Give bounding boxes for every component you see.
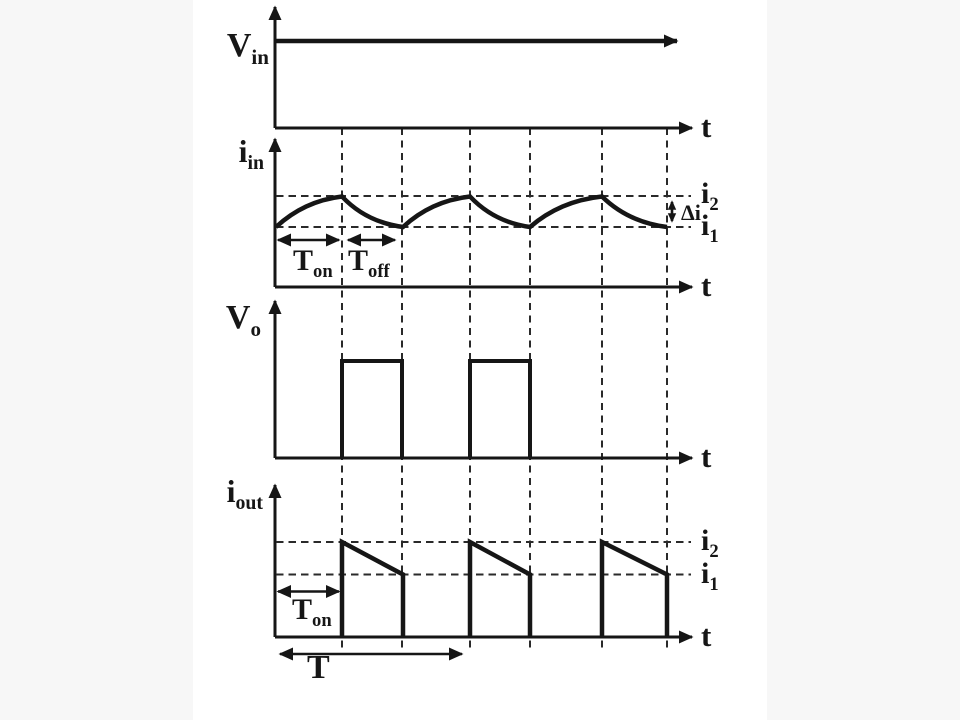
delta-i-label: Δi	[681, 200, 701, 225]
iin-ripple-waveform	[274, 194, 668, 230]
iout-pulse-1	[339, 538, 406, 637]
iout-t-label: t	[701, 618, 712, 653]
iin-toff-label: Toff	[348, 244, 391, 282]
iout-plot: iout Ton T i2 i1 t	[227, 473, 719, 686]
iin-i2-label: i2	[701, 177, 719, 215]
iin-axis-label: iin	[239, 133, 264, 174]
iout-axis-label: iout	[227, 473, 264, 514]
iout-pulse-3	[599, 538, 670, 637]
vin-axis-label: Vin	[227, 27, 269, 69]
iout-pulse-2	[467, 538, 533, 637]
iin-i1-label: i1	[701, 209, 719, 247]
vo-plot: Vo t	[226, 299, 712, 474]
vo-t-label: t	[701, 439, 712, 474]
iin-t-label: t	[701, 268, 712, 303]
vo-axis-label: Vo	[226, 299, 261, 341]
vin-plot: Vin t	[227, 5, 712, 144]
vo-pulse-1	[340, 359, 404, 458]
period-label: T	[307, 649, 330, 686]
vin-t-label: t	[701, 109, 712, 144]
iout-ton-label: Ton	[292, 593, 332, 631]
vo-pulse-2	[468, 359, 532, 458]
iin-ton-label: Ton	[293, 244, 333, 282]
dashed-gridlines	[341, 128, 668, 651]
iin-plot: iin Ton Toff Δi i2 i1 t	[239, 133, 719, 303]
iout-i1-label: i1	[701, 557, 719, 595]
iout-i2-label: i2	[701, 524, 719, 562]
